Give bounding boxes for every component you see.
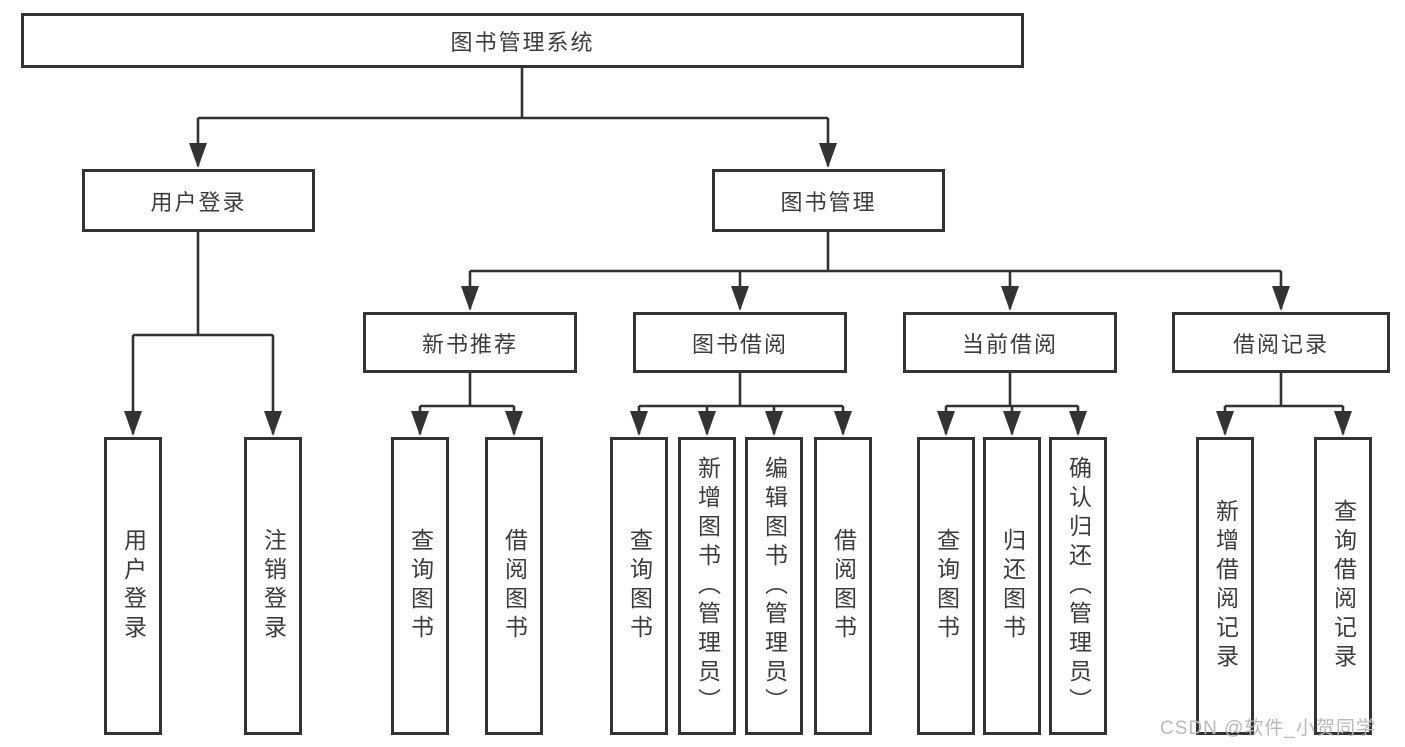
node-current-confirm-return-label: 确认归还（管理员） bbox=[1065, 455, 1092, 717]
node-current-borrowing: 当前借阅 bbox=[903, 312, 1117, 373]
node-recommend-borrow-books: 借阅图书 bbox=[485, 437, 543, 735]
node-borrowing-edit-books: 编辑图书（管理员） bbox=[745, 437, 803, 735]
node-book-borrowing-label: 图书借阅 bbox=[691, 331, 788, 357]
node-user-login-group-label: 用户登录 bbox=[150, 189, 247, 215]
node-user-login-group: 用户登录 bbox=[82, 169, 315, 232]
node-borrowing-query-books: 查询图书 bbox=[610, 437, 668, 735]
node-logout-label: 注销登录 bbox=[260, 528, 287, 644]
node-recommend-query-books: 查询图书 bbox=[391, 437, 449, 735]
node-current-borrowing-label: 当前借阅 bbox=[961, 331, 1058, 357]
node-root: 图书管理系统 bbox=[21, 13, 1024, 68]
node-records-query-record-label: 查询借阅记录 bbox=[1330, 499, 1357, 673]
node-borrowing-edit-books-label: 编辑图书（管理员） bbox=[761, 455, 788, 717]
node-borrowing-borrow-books-label: 借阅图书 bbox=[830, 528, 857, 644]
node-borrowing-query-books-label: 查询图书 bbox=[626, 528, 653, 644]
node-recommend-borrow-books-label: 借阅图书 bbox=[501, 528, 528, 644]
node-root-label: 图书管理系统 bbox=[450, 29, 595, 55]
node-borrowing-records: 借阅记录 bbox=[1172, 312, 1390, 373]
node-records-query-record: 查询借阅记录 bbox=[1314, 437, 1372, 735]
node-current-return-books: 归还图书 bbox=[983, 437, 1041, 735]
node-book-management: 图书管理 bbox=[712, 169, 945, 232]
node-logout: 注销登录 bbox=[244, 437, 302, 735]
node-new-book-recommend-label: 新书推荐 bbox=[421, 331, 518, 357]
arrowhead-icons bbox=[124, 143, 1352, 436]
node-new-book-recommend: 新书推荐 bbox=[363, 312, 577, 373]
node-recommend-query-books-label: 查询图书 bbox=[407, 528, 434, 644]
node-borrowing-add-books: 新增图书（管理员） bbox=[678, 437, 736, 735]
node-borrowing-borrow-books: 借阅图书 bbox=[814, 437, 872, 735]
node-user-login-label: 用户登录 bbox=[120, 528, 147, 644]
node-current-confirm-return: 确认归还（管理员） bbox=[1049, 437, 1107, 735]
csdn-watermark: CSDN @软件_小贺同学 bbox=[1160, 718, 1376, 739]
node-book-management-label: 图书管理 bbox=[780, 189, 877, 215]
node-book-borrowing: 图书借阅 bbox=[633, 312, 847, 373]
node-records-add-record-label: 新增借阅记录 bbox=[1212, 499, 1239, 673]
node-current-query-books: 查询图书 bbox=[917, 437, 975, 735]
node-current-return-books-label: 归还图书 bbox=[999, 528, 1026, 644]
node-borrowing-records-label: 借阅记录 bbox=[1232, 331, 1329, 357]
node-user-login: 用户登录 bbox=[104, 437, 162, 735]
node-borrowing-add-books-label: 新增图书（管理员） bbox=[694, 455, 721, 717]
node-records-add-record: 新增借阅记录 bbox=[1196, 437, 1254, 735]
node-current-query-books-label: 查询图书 bbox=[933, 528, 960, 644]
